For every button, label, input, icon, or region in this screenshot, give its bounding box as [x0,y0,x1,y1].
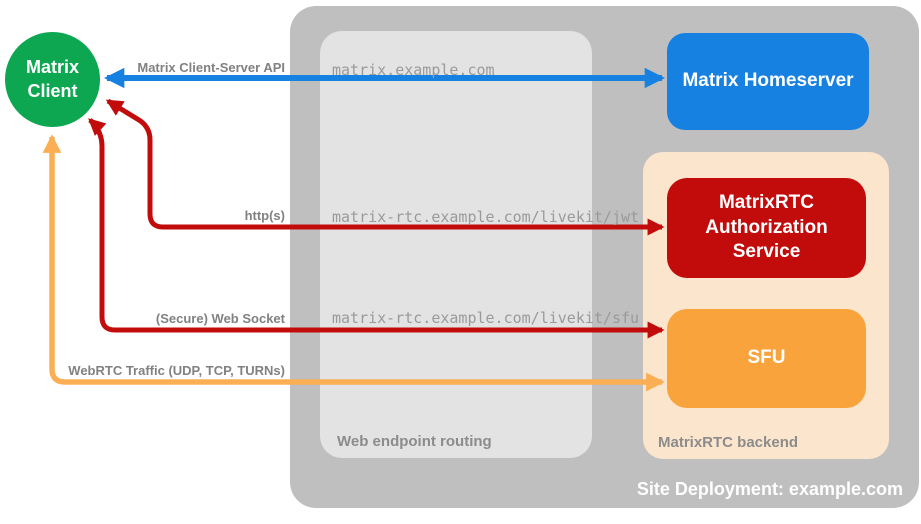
matrixrtc-auth-service-label: MatrixRTC Authorization Service [705,191,828,263]
matrix-client-label: Matrix Client [25,57,79,101]
matrixrtc-auth-service-node: MatrixRTC Authorization Service [667,178,866,278]
sfu-label: SFU [747,347,786,369]
matrixrtc-backend-label: MatrixRTC backend [658,434,799,451]
livekit-sfu-endpoint-text: matrix-rtc.example.com/livekit/sfu [332,309,640,327]
matrix-client-node: Matrix Client [5,32,100,127]
secure-websocket-label: (Secure) Web Socket [155,311,285,326]
webrtc-traffic-label: WebRTC Traffic (UDP, TCP, TURNs) [68,363,285,378]
web-endpoint-routing-container: Web endpoint routing [320,31,592,458]
https-label: http(s) [244,208,285,223]
matrix-homeserver-label: Matrix Homeserver [682,70,854,92]
site-deployment-label: Site Deployment: example.com [636,479,903,499]
web-endpoint-routing-label: Web endpoint routing [337,433,492,450]
livekit-jwt-endpoint-text: matrix-rtc.example.com/livekit/jwt [332,208,640,226]
homeserver-endpoint-text: matrix.example.com [332,61,495,79]
client-server-api-label: Matrix Client-Server API [137,60,285,75]
matrix-homeserver-node: Matrix Homeserver [667,33,869,130]
sfu-node: SFU [667,309,866,408]
